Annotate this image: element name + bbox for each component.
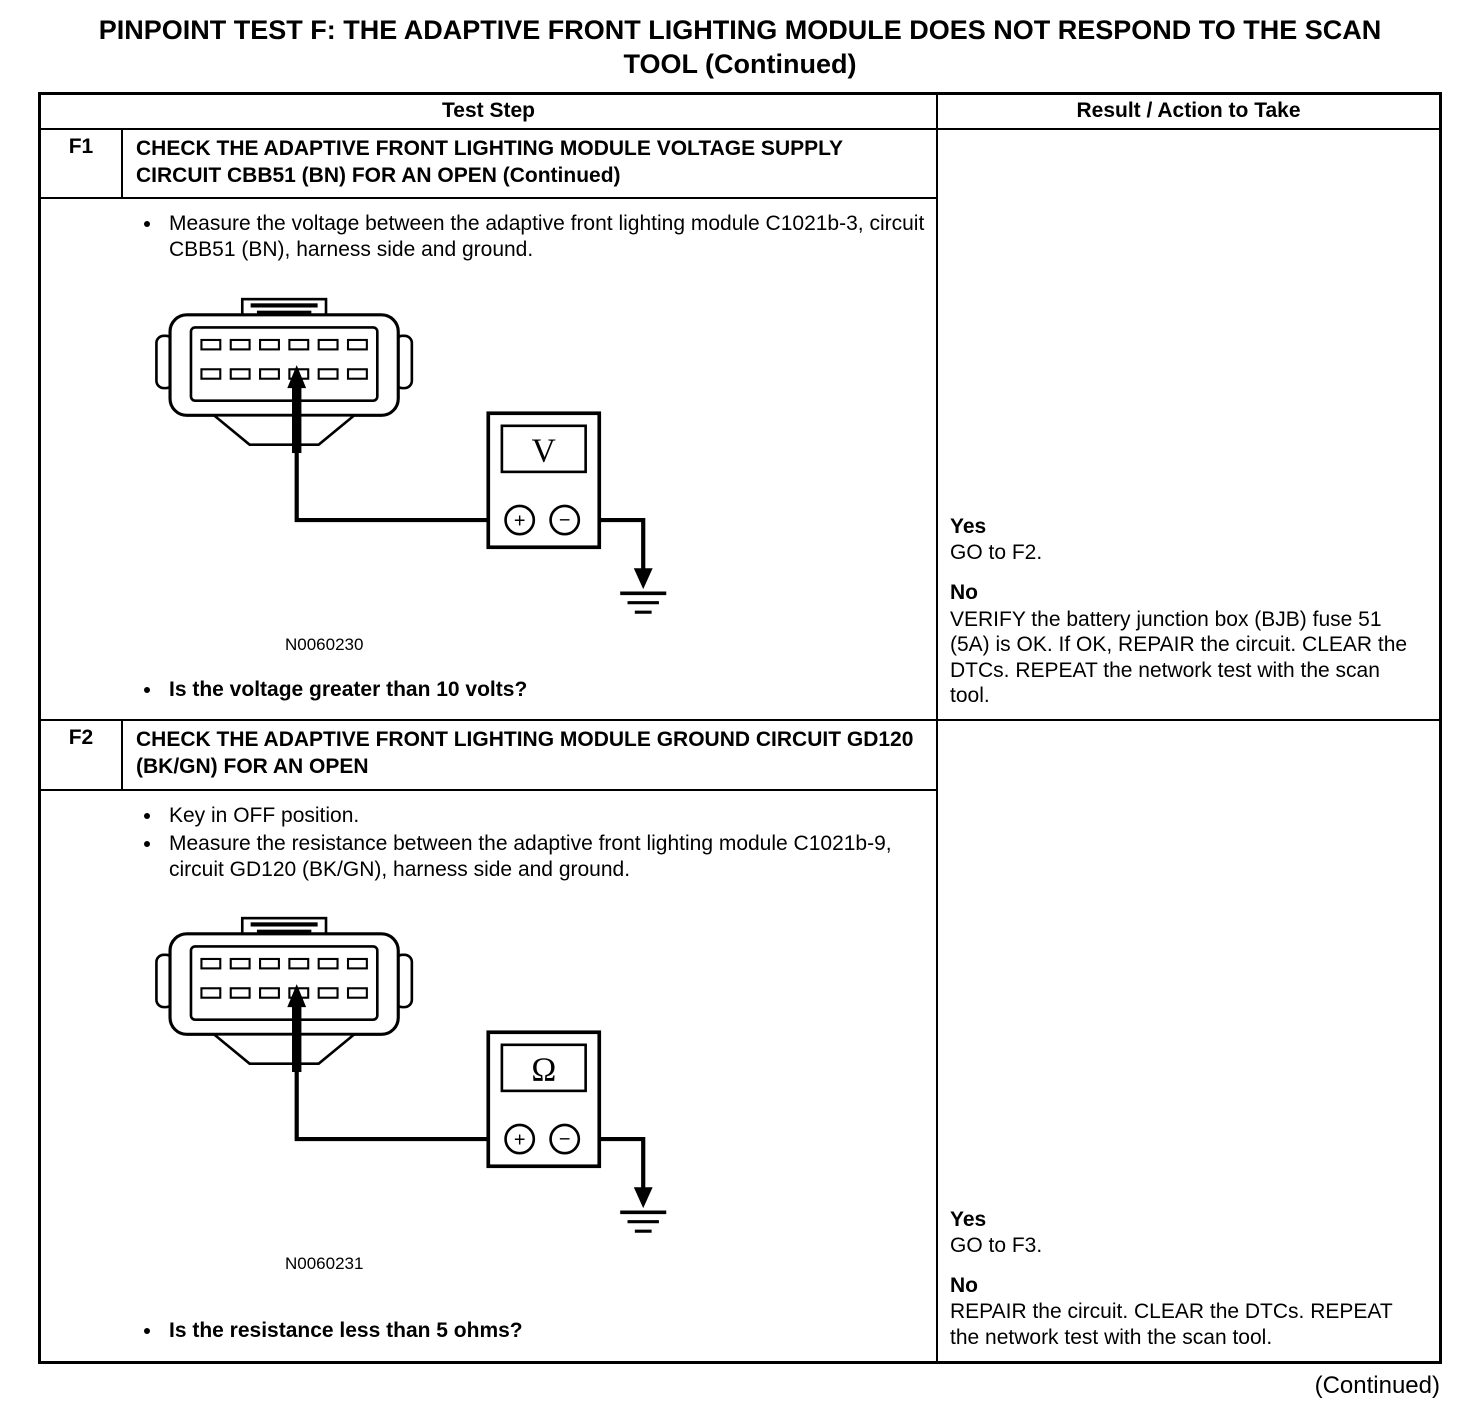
instruction-list-f1: Measure the voltage between the adaptive… <box>41 211 926 266</box>
step-header-f2: F2 CHECK THE ADAPTIVE FRONT LIGHTING MOD… <box>41 721 936 791</box>
ground-symbol-icon <box>620 567 667 614</box>
continued-note: (Continued) <box>1314 1371 1440 1399</box>
figure-area-f1: V + − <box>153 296 926 655</box>
no-label: No <box>950 1273 978 1297</box>
result-cell-f1: Yes GO to F2. No VERIFY the battery junc… <box>938 130 1439 720</box>
multimeter-icon: V + − <box>486 411 602 549</box>
step-title-f2: CHECK THE ADAPTIVE FRONT LIGHTING MODULE… <box>136 728 914 779</box>
figure-label-f2: N0060231 <box>285 1254 364 1274</box>
step-id-f1: F1 <box>41 129 123 198</box>
table-header-row: Test Step Result / Action to Take <box>41 94 1439 130</box>
connector-pins <box>200 958 368 1000</box>
figure-label-f1: N0060230 <box>285 634 364 654</box>
yes-action: GO to F2. <box>950 541 1043 565</box>
yes-action: GO to F3. <box>950 1234 1043 1258</box>
ground-lead-wire <box>599 517 646 575</box>
step-id-f2: F2 <box>41 721 123 789</box>
question-list-f2: Is the resistance less than 5 ohms? <box>41 1318 926 1348</box>
step-question: Is the resistance less than 5 ohms? <box>163 1318 926 1344</box>
connector-test-diagram-f1: V + − <box>155 297 667 614</box>
no-action: VERIFY the battery junction box (BJB) fu… <box>950 607 1408 708</box>
connector-icon <box>155 297 414 446</box>
step-body-f1: Measure the voltage between the adaptive… <box>41 199 936 719</box>
test-probe-arrow-icon <box>287 984 307 1073</box>
step-body-f2: Key in OFF position. Measure the resista… <box>41 791 936 1361</box>
page-title: PINPOINT TEST F: THE ADAPTIVE FRONT LIGH… <box>38 14 1442 82</box>
test-probe-arrow-icon <box>287 364 307 453</box>
test-step-cell-f1: F1 CHECK THE ADAPTIVE FRONT LIGHTING MOD… <box>41 129 938 720</box>
meter-display-symbol: Ω <box>531 1052 556 1089</box>
connector-test-diagram-f2: Ω + − <box>155 917 667 1234</box>
column-header-result: Result / Action to Take <box>1076 98 1301 122</box>
no-label: No <box>950 581 978 605</box>
positive-terminal-sign: + <box>514 510 526 532</box>
no-action: REPAIR the circuit. CLEAR the DTCs. REPE… <box>950 1300 1393 1350</box>
page-title-line2: TOOL (Continued) <box>623 48 857 79</box>
ground-symbol-icon <box>620 1187 667 1234</box>
yes-label: Yes <box>950 514 987 538</box>
step-title-f1: CHECK THE ADAPTIVE FRONT LIGHTING MODULE… <box>136 136 843 187</box>
negative-terminal-sign: − <box>559 509 571 531</box>
meter-display-symbol: V <box>532 432 556 469</box>
pinpoint-test-table: Test Step Result / Action to Take F1 CHE… <box>38 91 1442 1364</box>
column-header-test-step: Test Step <box>41 94 938 128</box>
test-lead-wire <box>294 450 490 522</box>
page-title-line1: PINPOINT TEST F: THE ADAPTIVE FRONT LIGH… <box>98 15 1382 45</box>
test-step-cell-f2: F2 CHECK THE ADAPTIVE FRONT LIGHTING MOD… <box>41 721 938 1361</box>
multimeter-icon: Ω + − <box>486 1030 602 1169</box>
test-row-f1: F1 CHECK THE ADAPTIVE FRONT LIGHTING MOD… <box>41 129 1439 722</box>
figure-area-f2: Ω + − <box>153 915 926 1274</box>
yes-label: Yes <box>950 1207 987 1231</box>
instruction-bullet: Measure the voltage between the adaptive… <box>163 211 926 264</box>
test-lead-wire <box>294 1070 490 1142</box>
instruction-bullet: Key in OFF position. <box>163 803 926 829</box>
instruction-list-f2: Key in OFF position. Measure the resista… <box>41 803 926 886</box>
step-header-f1: F1 CHECK THE ADAPTIVE FRONT LIGHTING MOD… <box>41 129 936 200</box>
ground-lead-wire <box>599 1137 646 1194</box>
test-row-f2: F2 CHECK THE ADAPTIVE FRONT LIGHTING MOD… <box>41 721 1439 1361</box>
instruction-bullet: Measure the resistance between the adapt… <box>163 831 926 884</box>
step-question: Is the voltage greater than 10 volts? <box>163 677 926 703</box>
question-list-f1: Is the voltage greater than 10 volts? <box>41 677 926 707</box>
result-cell-f2: Yes GO to F3. No REPAIR the circuit. CLE… <box>938 721 1439 1361</box>
connector-icon <box>155 917 414 1066</box>
negative-terminal-sign: − <box>559 1129 571 1151</box>
positive-terminal-sign: + <box>514 1130 526 1152</box>
